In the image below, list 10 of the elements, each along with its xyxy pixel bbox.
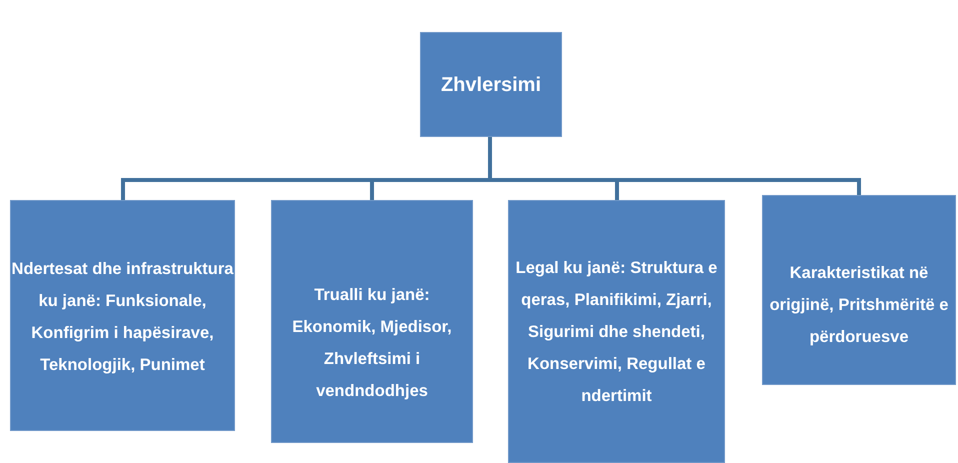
category-box [420, 32, 562, 137]
box-text: Zhvlersimi [440, 72, 542, 98]
box-text: Trualli ku janë: Ekonomik, Mjedisor, Zhvleftsimi i vendndodhjes [291, 284, 453, 402]
box-text: Karakteristikat në origjinë, Pritshmëritë e përdoruesve [768, 263, 950, 348]
box-text: Legal ku janë: Struktura e qeras, Planifikimi, Zjarri, Sigurimi dhe shendeti, Konservimi, Regullat e ndertimit [514, 258, 718, 406]
category-box [10, 200, 235, 431]
box-text: Ndertesat dhe infrastruktura ku janë: Funksionale, Konfigrim i hapësirave, Teknologjik, Punimet [11, 258, 234, 376]
category-box [508, 200, 725, 463]
category-box [271, 200, 473, 443]
category-box [762, 195, 956, 385]
